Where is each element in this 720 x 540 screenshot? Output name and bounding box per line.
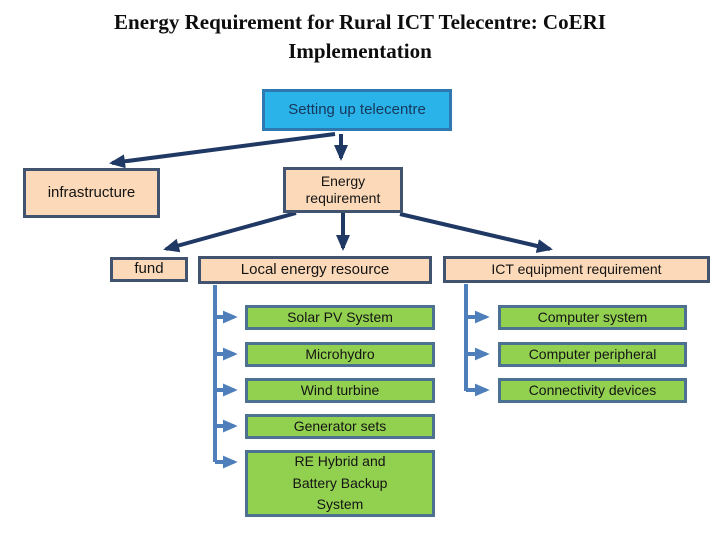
node-re-hybrid-battery-backup-label: RE Hybrid and Battery Backup System	[292, 452, 388, 513]
node-infrastructure-label: infrastructure	[47, 183, 136, 201]
node-microhydro: Microhydro	[245, 342, 435, 367]
node-fund-label: fund	[134, 260, 164, 278]
node-computer-system-label: Computer system	[537, 308, 648, 325]
arrow-energy-to-ict	[399, 212, 553, 253]
node-generator-sets: Generator sets	[245, 414, 435, 439]
node-wind-turbine: Wind turbine	[245, 378, 435, 403]
node-microhydro-label: Microhydro	[305, 345, 375, 362]
node-computer-peripheral: Computer peripheral	[498, 342, 687, 367]
node-fund: fund	[110, 257, 188, 282]
node-energy-requirement-label: Energy requirement	[305, 172, 381, 207]
node-re-hybrid-battery-backup: RE Hybrid and Battery Backup System	[245, 450, 435, 517]
node-setting-up-telecentre-label: Setting up telecentre	[288, 100, 426, 118]
node-local-energy-resource-label: Local energy resource	[240, 260, 390, 278]
node-generator-sets-label: Generator sets	[293, 417, 387, 434]
node-solar-pv-system-label: Solar PV System	[287, 308, 393, 325]
slide-title: Energy Requirement for Rural ICT Telecen…	[0, 8, 720, 66]
node-computer-system: Computer system	[498, 305, 687, 330]
node-local-energy-resource: Local energy resource	[198, 256, 432, 284]
node-connectivity-devices-label: Connectivity devices	[528, 381, 657, 398]
node-infrastructure: infrastructure	[23, 168, 160, 218]
node-solar-pv-system: Solar PV System	[245, 305, 435, 330]
node-ict-equipment-requirement: ICT equipment requirement	[443, 256, 710, 283]
node-connectivity-devices: Connectivity devices	[498, 378, 687, 403]
arrow-energy-to-fund	[163, 211, 297, 253]
node-wind-turbine-label: Wind turbine	[300, 381, 380, 398]
arrow-root-to-infrastructure	[109, 132, 336, 169]
slide-title-line1: Energy Requirement for Rural ICT Telecen…	[114, 10, 606, 34]
node-computer-peripheral-label: Computer peripheral	[528, 345, 657, 362]
slide-title-line2: Implementation	[288, 39, 432, 63]
node-setting-up-telecentre: Setting up telecentre	[262, 89, 452, 131]
node-ict-equipment-requirement-label: ICT equipment requirement	[491, 260, 662, 277]
node-energy-requirement: Energy requirement	[283, 167, 403, 213]
